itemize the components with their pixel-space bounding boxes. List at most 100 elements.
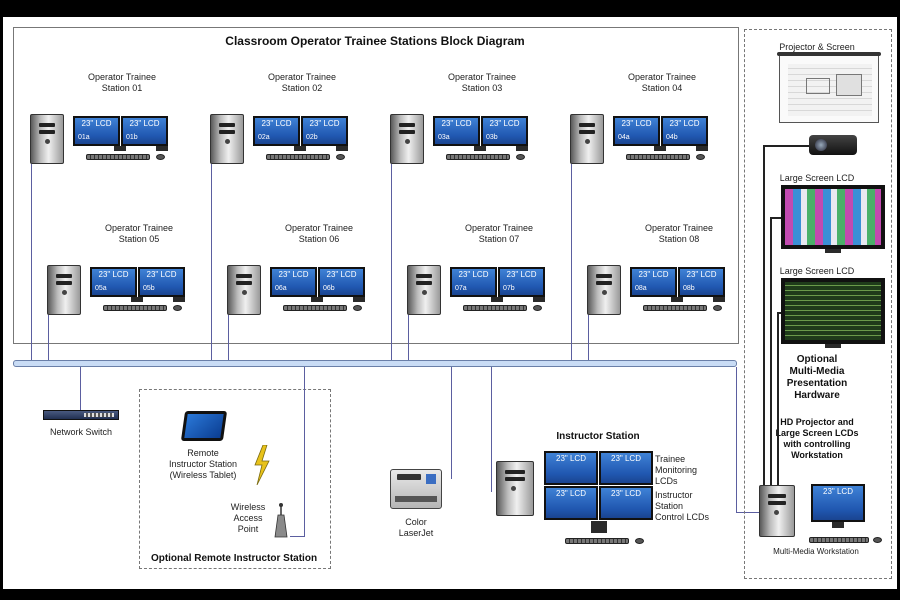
station-label-line1: Operator Trainee <box>644 223 714 233</box>
monitor-size-label: 23" LCD <box>686 270 717 279</box>
station-computer-icon <box>407 265 441 315</box>
station-monitor-right: 23" LCD 01b <box>121 116 168 146</box>
station-monitor-left: 23" LCD 02a <box>253 116 300 146</box>
screen-id-label: 02a <box>258 134 270 141</box>
block-diagram-canvas: Classroom Operator Trainee Stations Bloc… <box>3 17 897 589</box>
station-mouse <box>156 154 165 160</box>
station-computer-icon <box>587 265 621 315</box>
network-switch-label: Network Switch <box>49 427 112 437</box>
instructor-keyboard <box>565 538 629 544</box>
projector-screen-label: Projector & Screen <box>779 42 855 52</box>
station-label-line2: Station 02 <box>281 83 323 93</box>
screen-id-label: 04b <box>666 134 678 141</box>
station-monitor-stand <box>294 146 306 151</box>
screen-id-label: 04a <box>618 134 630 141</box>
monitoring-label-1: Trainee <box>655 454 686 464</box>
tablet-label-1: Remote <box>187 448 219 458</box>
station-drop-01 <box>31 164 32 360</box>
large-lcd-2-stand <box>825 344 841 348</box>
station-monitor-stand <box>533 297 545 302</box>
monitor-size-label: 23" LCD <box>326 270 357 279</box>
station-monitor-stand <box>516 146 528 151</box>
printer-link <box>451 367 452 479</box>
station-computer-icon <box>227 265 261 315</box>
station-drop-03 <box>391 164 392 360</box>
desc-label-4: Workstation <box>791 450 843 460</box>
multimedia-link-vertical <box>736 367 737 513</box>
screen-id-label: 07b <box>503 285 515 292</box>
station-label-line2: Station 04 <box>641 83 683 93</box>
large-lcd-2-icon <box>781 278 885 344</box>
station-monitor-stand <box>353 297 365 302</box>
network-backbone <box>13 360 737 367</box>
cable-lcd2-h <box>777 312 781 314</box>
control-label-1: Instructor <box>655 490 693 500</box>
monitor-size-label: 23" LCD <box>261 119 292 128</box>
multimedia-monitor-label: 23" LCD <box>823 487 853 496</box>
cable-lcd1-h <box>770 217 781 219</box>
instructor-monitor-top-left: 23" LCD <box>544 451 598 485</box>
tablet-label-3: (Wireless Tablet) <box>169 470 237 480</box>
instructor-title: Instructor Station <box>556 431 640 442</box>
cable-projector-h <box>763 145 809 147</box>
monitor-size-label: 23" LCD <box>81 119 112 128</box>
screen-id-label: 08a <box>635 285 647 292</box>
instructor-monitor-stand <box>591 521 607 533</box>
station-mouse <box>696 154 705 160</box>
projection-screen-icon <box>777 52 881 123</box>
station-label-line2: Station 05 <box>118 234 160 244</box>
screen-id-label: 03a <box>438 134 450 141</box>
instructor-monitor-bottom-right: 23" LCD <box>599 486 653 520</box>
monitor-size-label: 23" LCD <box>638 270 669 279</box>
monitor-size-label: 23" LCD <box>129 119 160 128</box>
station-monitor-stand <box>671 297 683 302</box>
station-computer-icon <box>390 114 424 164</box>
screen-id-label: 06b <box>323 285 335 292</box>
ap-link-vertical <box>304 367 305 537</box>
optional-label-4: Hardware <box>794 390 840 401</box>
control-label-3: Control LCDs <box>655 512 710 522</box>
station-monitor-stand <box>713 297 725 302</box>
monitor-size-label: 23" LCD <box>441 119 472 128</box>
station-mouse <box>516 154 525 160</box>
remote-section-title: Optional Remote Instructor Station <box>150 553 318 564</box>
multimedia-mouse <box>873 537 882 543</box>
instructor-link <box>491 367 492 492</box>
multimedia-monitor-icon: 23" LCD <box>811 484 865 522</box>
station-label-line2: Station 08 <box>658 234 700 244</box>
station-monitor-stand <box>131 297 143 302</box>
switch-uplink <box>80 367 81 412</box>
remote-station-boundary <box>139 389 331 569</box>
projector-icon <box>809 135 857 155</box>
station-monitor-stand <box>336 146 348 151</box>
cable-lcd2-v <box>777 312 779 487</box>
optional-label-2: Multi-Media <box>789 366 845 377</box>
station-monitor-stand <box>474 146 486 151</box>
large-lcd-label-1: Large Screen LCD <box>779 173 855 183</box>
wireless-signal-icon <box>254 445 270 485</box>
station-keyboard <box>446 154 510 160</box>
instructor-monitor-bottom-left: 23" LCD <box>544 486 598 520</box>
station-keyboard <box>283 305 347 311</box>
monitor-size-label: 23" LCD <box>309 119 340 128</box>
station-computer-icon <box>30 114 64 164</box>
ap-label-3: Point <box>237 524 259 534</box>
monitor-size-label: 23" LCD <box>611 489 641 498</box>
screen-id-label: 01b <box>126 134 138 141</box>
monitor-size-label: 23" LCD <box>506 270 537 279</box>
station-monitor-stand <box>654 146 666 151</box>
cable-projector-v <box>763 145 765 487</box>
multimedia-workstation-label: Multi-Media Workstation <box>773 547 859 556</box>
